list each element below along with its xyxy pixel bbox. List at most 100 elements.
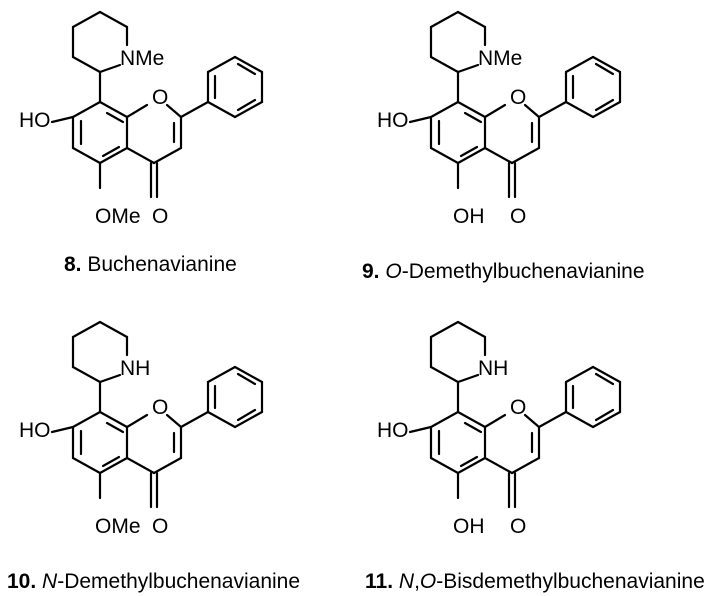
molecule-10-hydroxy-bond-16 xyxy=(50,425,75,434)
molecule-11-aromatic-bond-9 xyxy=(456,456,487,475)
molecule-9-ring-o-bond-19 xyxy=(523,103,541,119)
molecule-8-pyranone-bond-21 xyxy=(152,146,183,165)
caption-11-separator: , xyxy=(414,570,420,593)
molecule-11-amine-label: NH xyxy=(478,357,508,380)
caption-9-number: 9. xyxy=(362,260,380,283)
molecule-11-phenyl-link-bond-26 xyxy=(537,410,568,429)
molecule-9-phenyl-bond-31 xyxy=(591,100,622,119)
molecule-8-phenyl-double-bond-35 xyxy=(236,98,257,112)
molecule-9-hydroxy-bond-16 xyxy=(408,115,433,124)
molecule-10-ring-o-bond-18 xyxy=(125,413,149,429)
molecule-11-phenyl-double-bond-35 xyxy=(594,408,615,422)
molecule-11-aromatic-double-bond-13 xyxy=(463,421,483,434)
molecule-9-bonds xyxy=(408,10,622,199)
molecule-11-aromatic-bond-7 xyxy=(456,410,487,429)
molecule-8-pyranone-bond-22 xyxy=(125,146,156,165)
molecule-11-ring-o-bond-18 xyxy=(483,413,507,429)
molecule-8-pip-bond-5 xyxy=(71,55,102,74)
molecule-11-pip-bond-1 xyxy=(429,320,460,339)
molecule-9-pip-bond-2 xyxy=(456,10,487,29)
molecule-9-aromatic-bond-10 xyxy=(429,146,460,165)
molecule-10-ring-o-bond-19 xyxy=(165,413,183,429)
molecule-8-pip-bond-1 xyxy=(71,10,102,29)
molecule-9-pip-bond-1 xyxy=(429,10,460,29)
molecule-9-phenyl-double-bond-34 xyxy=(594,62,615,76)
molecule-8-phenyl-bond-31 xyxy=(233,100,264,119)
molecule-11-phenyl-double-bond-34 xyxy=(594,372,615,386)
molecule-9-ring-oxygen-label: O xyxy=(510,86,526,109)
molecule-8-aromatic-bond-10 xyxy=(71,146,102,165)
molecule-11-phenyl-bond-31 xyxy=(591,410,622,429)
molecule-10-phenyl-double-bond-35 xyxy=(236,408,257,422)
molecule-9-pip-bond-5 xyxy=(429,55,460,74)
molecule-10-pyranone-bond-21 xyxy=(152,456,183,475)
caption-10-name: -Demethylbuchenavianine xyxy=(57,570,300,593)
molecule-10-phenyl-bond-28 xyxy=(206,365,237,384)
molecule-11-phenyl-bond-32 xyxy=(564,410,595,429)
caption-8-number: 8. xyxy=(64,253,82,276)
molecule-8-phenyl-bond-28 xyxy=(206,55,237,74)
molecule-10-pip-bond-5 xyxy=(71,365,102,384)
molecule-11-ring-oxygen-label: O xyxy=(510,396,526,419)
molecule-9-carbonyl-oxygen-label: O xyxy=(510,205,526,228)
molecule-9-aromatic-double-bond-13 xyxy=(463,111,483,124)
molecule-8-hydroxy-label: HO xyxy=(19,109,51,132)
molecule-11-pip-bond-4 xyxy=(456,373,480,384)
molecule-9-hydroxy-label: HO xyxy=(377,109,409,132)
molecule-11-pyranone-bond-22 xyxy=(483,456,514,475)
caption-11-name: -Bisdemethylbuchenavianine xyxy=(436,570,705,593)
molecule-8-hydroxy-bond-16 xyxy=(50,115,75,124)
molecule-9-phenyl-bond-32 xyxy=(564,100,595,119)
molecule-8-pip-bond-2 xyxy=(98,10,129,29)
caption-11-prefix-n: N xyxy=(399,570,415,593)
caption-10-prefix: N xyxy=(42,570,58,593)
molecule-11-ring-o-bond-19 xyxy=(523,413,541,429)
molecule-8-phenyl-bond-29 xyxy=(233,55,264,74)
molecule-10-pip-bond-2 xyxy=(98,320,129,339)
molecule-9-aromatic-bond-7 xyxy=(456,100,487,119)
caption-9: 9. O-Demethylbuchenavianine xyxy=(362,260,645,283)
molecule-10-amine-label: NH xyxy=(120,357,150,380)
caption-10: 10. N-Demethylbuchenavianine xyxy=(7,570,300,593)
molecule-10-ring-oxygen-label: O xyxy=(152,396,168,419)
molecule-11-hydroxy-label: HO xyxy=(377,419,409,442)
molecule-9-aromatic-bond-12 xyxy=(429,100,460,119)
molecule-8-bonds xyxy=(50,10,264,199)
molecule-10-c5-substituent-label: OMe xyxy=(95,515,141,538)
molecule-8-ring-o-bond-19 xyxy=(165,103,183,119)
molecule-10-aromatic-bond-7 xyxy=(98,410,129,429)
caption-8: 8. Buchenavianine xyxy=(64,253,237,276)
molecule-8-aromatic-double-bond-13 xyxy=(105,111,125,124)
caption-9-name: -Demethylbuchenavianine xyxy=(402,260,645,283)
molecule-10-aromatic-bond-12 xyxy=(71,410,102,429)
molecule-11-pip-bond-2 xyxy=(456,320,487,339)
molecule-8-carbonyl-oxygen-label: O xyxy=(152,205,168,228)
molecule-11-aromatic-double-bond-15 xyxy=(459,455,479,468)
molecule-9-c5-substituent-label: OH xyxy=(453,205,485,228)
molecule-11-pyranone-bond-21 xyxy=(510,456,541,475)
molecule-8-amine-label: NMe xyxy=(120,47,164,70)
caption-9-prefix: O xyxy=(385,260,401,283)
molecule-10-pyranone-bond-22 xyxy=(125,456,156,475)
molecule-9-phenyl-bond-28 xyxy=(564,55,595,74)
molecule-8-phenyl-link-bond-26 xyxy=(179,100,210,119)
molecule-10-phenyl-bond-32 xyxy=(206,410,237,429)
molecule-8-phenyl-bond-32 xyxy=(206,100,237,119)
molecule-8-aromatic-double-bond-15 xyxy=(101,145,121,158)
molecule-8-aromatic-bond-9 xyxy=(98,146,129,165)
caption-11-prefix-o: O xyxy=(420,570,436,593)
molecule-9-phenyl-link-bond-26 xyxy=(537,100,568,119)
molecule-9-ring-o-bond-18 xyxy=(483,103,507,119)
molecule-10-phenyl-bond-29 xyxy=(233,365,264,384)
molecule-8-c5-substituent-label: OMe xyxy=(95,205,141,228)
molecule-9-pyranone-bond-21 xyxy=(510,146,541,165)
molecule-8: NMe HO O OMe O xyxy=(19,10,264,228)
molecule-11: NH HO O OH O xyxy=(377,320,622,538)
molecule-9-phenyl-bond-29 xyxy=(591,55,622,74)
molecule-11-bonds xyxy=(408,320,622,509)
molecule-8-aromatic-bond-12 xyxy=(71,100,102,119)
molecule-10-pip-bond-4 xyxy=(98,373,122,384)
molecule-10: NH HO O OMe O xyxy=(19,320,264,538)
molecule-10-hydroxy-label: HO xyxy=(19,419,51,442)
